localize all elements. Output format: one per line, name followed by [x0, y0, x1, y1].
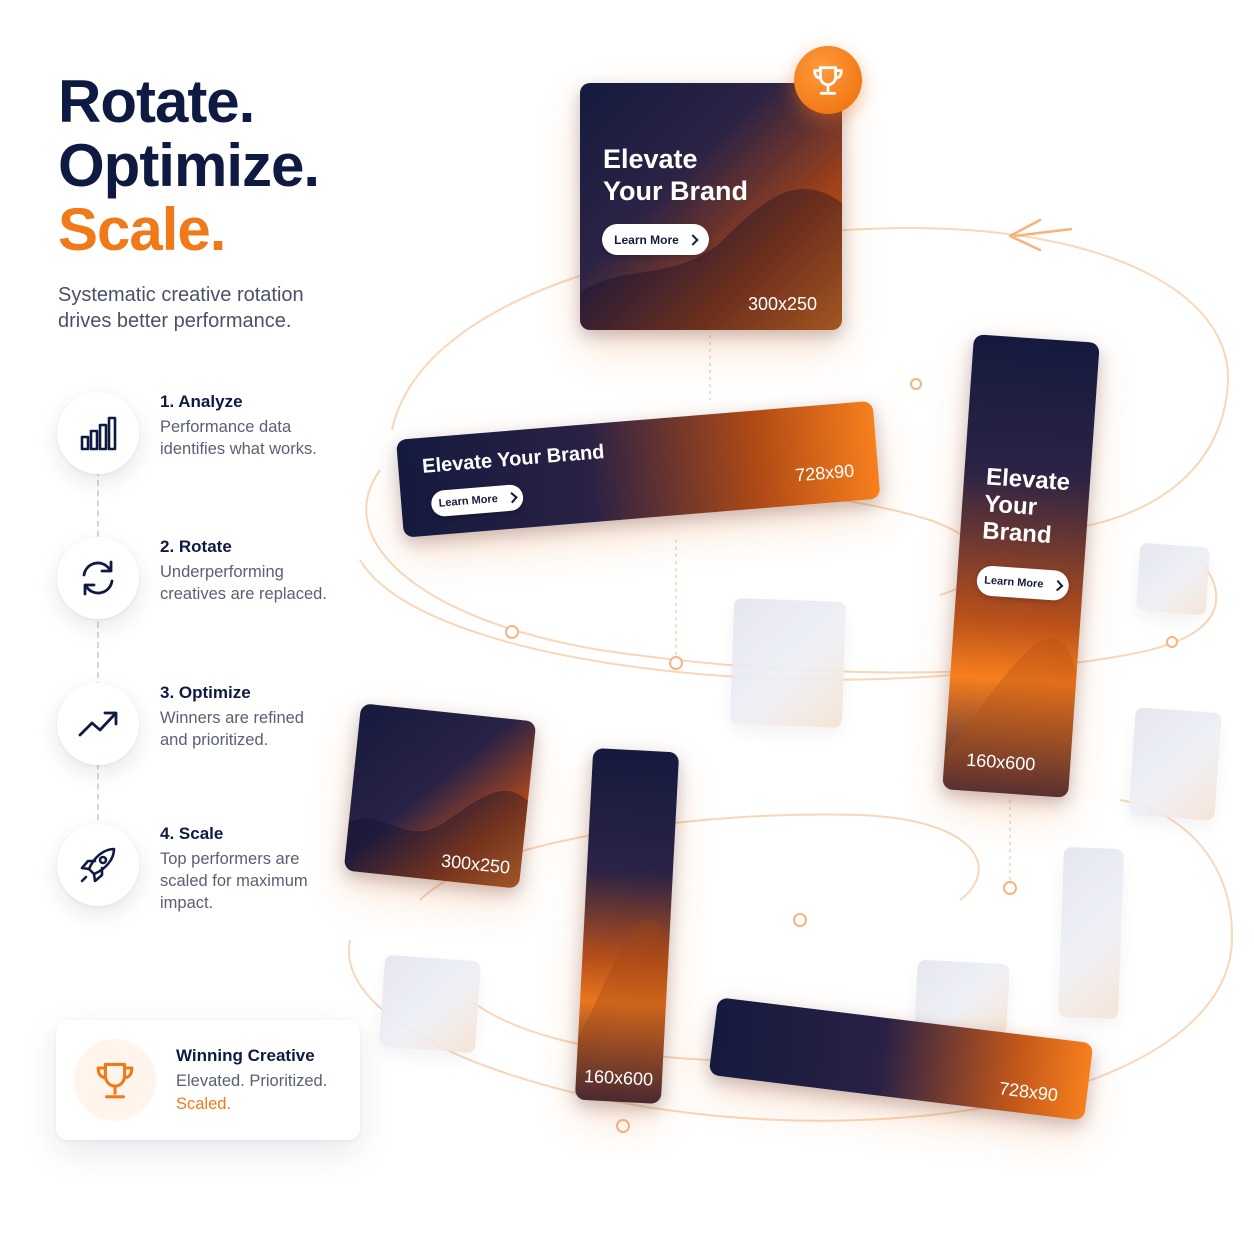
step-title: 2. Rotate: [160, 537, 232, 556]
ad-banner-300x250-top[interactable]: Elevate Your Brand Learn More 300x250: [580, 83, 842, 330]
wave-shape: [574, 920, 669, 1105]
step-icon-scale: [57, 824, 139, 906]
step-analyze: 1. Analyze Performance data identifies w…: [160, 392, 330, 460]
winning-subtitle: Elevated. Prioritized.: [176, 1072, 328, 1090]
ad-title: Elevate Your Brand: [981, 463, 1071, 550]
ad-banner-728x90[interactable]: Elevate Your Brand Learn More 728x90: [396, 400, 881, 538]
learn-more-button[interactable]: Learn More: [602, 224, 709, 255]
ghost-placeholder: [1058, 847, 1124, 1019]
step-title: 3. Optimize: [160, 683, 251, 702]
step-title: 4. Scale: [160, 824, 224, 843]
bar-chart-icon: [80, 416, 117, 451]
step-optimize: 3. Optimize Winners are refined and prio…: [160, 683, 330, 751]
chevron-right-icon: [1051, 579, 1064, 592]
headline-scale: Scale.: [58, 196, 226, 263]
refresh-icon: [82, 560, 114, 596]
chevron-right-icon: [687, 233, 699, 246]
trend-up-icon: [78, 711, 118, 737]
step-description: Performance data identifies what works.: [160, 418, 317, 458]
ad-size-label: 728x90: [997, 1078, 1060, 1106]
wave-shape: [343, 791, 528, 889]
ghost-placeholder: [1135, 542, 1211, 616]
trophy-icon-circle: [74, 1039, 156, 1121]
ad-banner-728x90-bottom[interactable]: 728x90: [708, 997, 1094, 1121]
step-scale: 4. Scale Top performers are scaled for m…: [160, 824, 330, 914]
step-description: Top performers are scaled for maximum im…: [160, 850, 308, 912]
ghost-placeholder: [729, 598, 847, 728]
step-description: Winners are refined and prioritized.: [160, 709, 304, 749]
trophy-icon: [96, 1062, 134, 1099]
ad-size-label: 300x250: [748, 294, 818, 314]
step-title: 1. Analyze: [160, 392, 243, 411]
subtitle: Systematic creative rotation drives bett…: [58, 284, 304, 332]
step-icon-analyze: [57, 392, 139, 474]
chevron-right-icon: [506, 492, 518, 504]
ad-banner-160x600-right[interactable]: Elevate Your Brand Learn More 160x600: [942, 334, 1100, 798]
ad-title: Elevate Your Brand: [603, 144, 749, 206]
headline: Rotate. Optimize. Scale.: [58, 68, 320, 263]
ghost-placeholder: [378, 954, 482, 1054]
ad-banner-160x600-bottom[interactable]: 160x600: [574, 747, 680, 1105]
winning-creative-card: Winning Creative Elevated. Prioritized. …: [56, 1020, 360, 1140]
trophy-icon: [813, 66, 843, 95]
ad-size-label: 728x90: [794, 460, 855, 486]
headline-rotate: Rotate.: [58, 68, 255, 135]
step-description: Underperforming creatives are replaced.: [160, 563, 327, 603]
wave-shape: [942, 637, 1077, 798]
step-rotate: 2. Rotate Underperforming creatives are …: [160, 537, 330, 605]
learn-more-button[interactable]: Learn More: [430, 483, 525, 518]
trophy-badge: [794, 46, 862, 114]
headline-optimize: Optimize.: [58, 132, 320, 199]
rocket-icon: [80, 847, 116, 883]
wave-shape: [580, 188, 842, 330]
learn-more-button[interactable]: Learn More: [975, 564, 1070, 602]
step-icon-optimize: [57, 683, 139, 765]
step-icon-rotate: [57, 537, 139, 619]
ad-banner-300x250-bottom[interactable]: 300x250: [343, 703, 537, 889]
winning-title: Winning Creative: [176, 1046, 315, 1065]
ad-size-label: 160x600: [583, 1065, 654, 1090]
ad-title: Elevate Your Brand: [421, 441, 606, 478]
winning-accent: Scaled.: [176, 1095, 232, 1113]
step-connector: [97, 470, 99, 830]
ghost-placeholder: [1128, 707, 1222, 821]
